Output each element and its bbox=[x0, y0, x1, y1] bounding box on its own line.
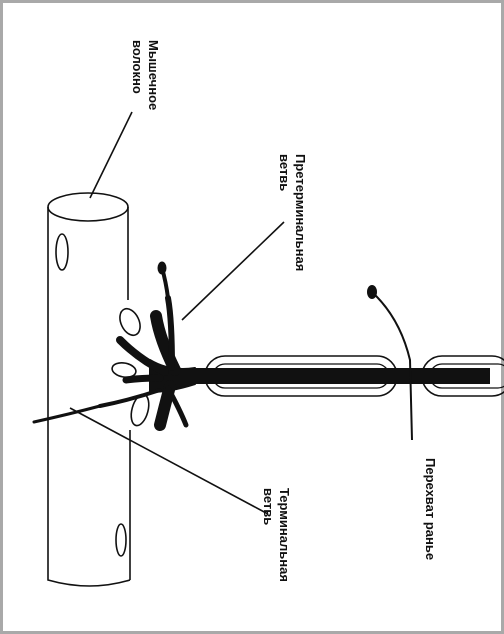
node-of-ranvier-pointer bbox=[367, 285, 412, 440]
leader-muscle-fiber bbox=[90, 112, 132, 198]
nucleus bbox=[56, 234, 68, 270]
leader-preterminal-branch bbox=[182, 222, 284, 320]
muscle-fiber bbox=[48, 193, 130, 586]
end-plate bbox=[111, 306, 152, 428]
leader-lines bbox=[70, 112, 284, 514]
leader-terminal-branch bbox=[70, 408, 268, 514]
myelinated-axon bbox=[170, 356, 504, 396]
axon bbox=[170, 368, 490, 384]
terminal-branches bbox=[34, 262, 195, 425]
label-terminal-branch: Терминальная ветвь bbox=[261, 488, 292, 586]
label-node-of-ranvier: Перехват ранье bbox=[423, 458, 438, 560]
muscle-fiber-end bbox=[48, 193, 128, 221]
label-preterminal-branch: Претерминальная ветвь bbox=[277, 154, 308, 275]
nucleus bbox=[116, 524, 126, 556]
label-muscle-fiber: Мышечное волокно bbox=[130, 40, 161, 114]
